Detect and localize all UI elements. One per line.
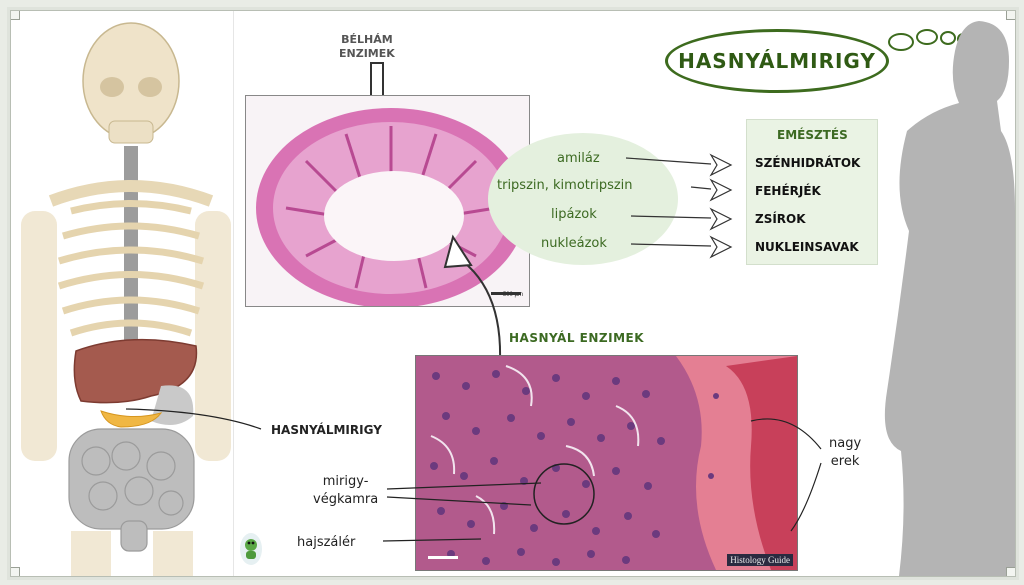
corner-br <box>1006 567 1015 576</box>
histology-guide-watermark: Histology Guide <box>727 554 793 566</box>
enzyme-amylase: amiláz <box>557 151 600 166</box>
corner-tr <box>1006 11 1015 20</box>
enzyme-lipase: lipázok <box>551 207 597 222</box>
person-silhouette <box>884 21 1015 576</box>
scale-bar-label: 500 µm <box>502 292 523 298</box>
target-nucleic-acids: NUKLEINSAVAK <box>755 240 859 254</box>
target-proteins: FEHÉRJÉK <box>755 184 821 198</box>
label-capillary: hajszálér <box>297 535 356 550</box>
caption-hasnyal-enzimek: HASNYÁL ENZIMEK <box>509 331 645 345</box>
caption-belham: BÉLHÁM ENZIMEK <box>339 33 395 60</box>
intestines <box>68 428 195 552</box>
label-vessels: nagy erek <box>829 436 862 469</box>
digestion-heading: EMÉSZTÉS <box>777 128 848 142</box>
label-organ: HASNYÁLMIRIGY <box>271 423 382 437</box>
enzyme-trypsin: tripszin, kimotripszin <box>497 178 633 193</box>
rib-cage <box>57 200 205 337</box>
target-fats: ZSÍROK <box>755 212 806 226</box>
enzyme-arrows <box>625 153 733 259</box>
thought-bubble-1 <box>888 33 914 51</box>
page-title: HASNYÁLMIRIGY <box>678 49 876 73</box>
target-carbohydrates: SZÉNHIDRÁTOK <box>755 156 861 170</box>
anatomy-illustration <box>21 22 231 576</box>
pancreas <box>100 410 163 428</box>
corner-tl <box>11 11 20 20</box>
title-cloud: HASNYÁLMIRIGY <box>665 29 889 93</box>
label-acini: mirigy- végkamra <box>313 474 379 507</box>
enzyme-nuclease: nukleázok <box>541 236 607 251</box>
pancreas-histology: Histology Guide <box>415 355 798 571</box>
thought-bubble-3 <box>940 31 956 45</box>
mascot-icon <box>240 533 262 565</box>
divider <box>233 11 234 576</box>
thought-bubble-2 <box>916 29 938 45</box>
acinus-highlight <box>533 463 595 525</box>
slide-frame: HASNYÁLMIRIGY BÉLHÁM ENZIMEK <box>10 10 1016 577</box>
enzyme-cloud <box>488 133 678 265</box>
digestion-box: EMÉSZTÉS SZÉNHIDRÁTOK FEHÉRJÉK ZSÍROK NU… <box>746 119 878 265</box>
corner-bl <box>11 567 20 576</box>
